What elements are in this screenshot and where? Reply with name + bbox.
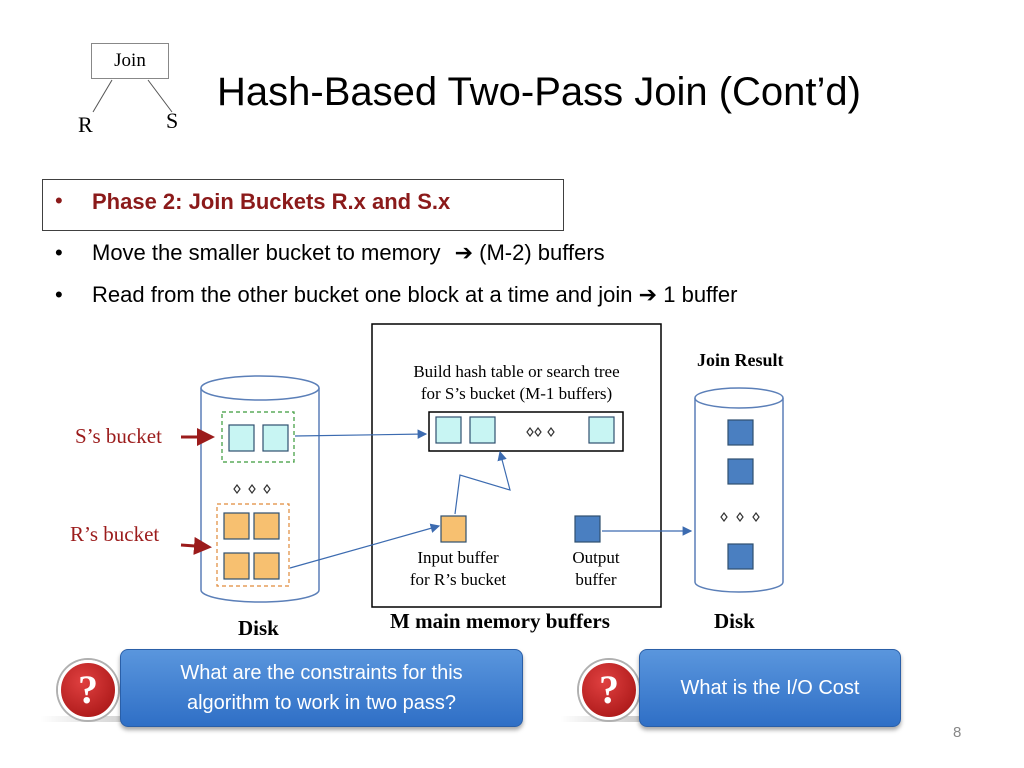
s-block — [228, 424, 255, 452]
r-pointer-arrow — [180, 536, 212, 555]
s-block — [262, 424, 289, 452]
constraints-callout-line1: What are the constraints for this — [180, 662, 463, 684]
r-bucket-label: R’s bucket — [70, 522, 160, 546]
constraints-callout[interactable]: What are the constraints for this algori… — [120, 649, 523, 727]
input-caption: Input buffer for R’s bucket — [395, 547, 521, 591]
input-buffer-block — [440, 515, 467, 543]
output-caption-line1: Output — [572, 548, 620, 567]
question-icon: ? — [58, 660, 118, 720]
s-block — [435, 416, 462, 444]
phase-box — [42, 179, 564, 231]
constraints-callout-line2: algorithm to work in two pass? — [186, 692, 456, 714]
right-disk-cylinder — [694, 387, 784, 593]
memory-label: M main memory buffers — [390, 609, 610, 633]
bullet-dot: • — [55, 282, 63, 307]
ellipsis-diamonds — [233, 484, 271, 494]
result-block — [727, 543, 754, 570]
io-cost-callout-text: What is the I/O Cost — [680, 677, 860, 699]
hash-caption-line2: for S’s bucket (M-1 buffers) — [420, 384, 613, 403]
result-block — [727, 419, 754, 446]
phase-bullet: • — [55, 188, 63, 213]
ellipsis-diamonds — [526, 427, 555, 437]
hash-caption: Build hash table or search tree for S’s … — [384, 361, 649, 405]
left-disk-label: Disk — [238, 616, 279, 640]
r-block — [223, 552, 250, 580]
output-buffer-block — [574, 515, 601, 543]
tree-join-node: Join — [91, 43, 169, 79]
tree-right-node: S — [166, 108, 179, 133]
io-cost-callout[interactable]: What is the I/O Cost — [639, 649, 901, 727]
memory-box — [371, 323, 662, 608]
output-caption-line2: buffer — [575, 570, 617, 589]
s-block — [588, 416, 615, 444]
r-block — [223, 512, 250, 540]
result-block — [727, 458, 754, 485]
bullet-2: Read from the other bucket one block at … — [92, 282, 737, 308]
ellipsis-diamonds — [720, 512, 760, 522]
output-caption: Output buffer — [552, 547, 640, 591]
s-block — [469, 416, 496, 444]
bullet-dot: • — [55, 240, 63, 265]
s-bucket-group — [221, 411, 295, 463]
tree-left-node: R — [78, 112, 93, 137]
page-number: 8 — [953, 724, 962, 741]
probe-zigzag-arrow — [454, 450, 511, 515]
r-block — [253, 552, 280, 580]
question-icon: ? — [579, 660, 639, 720]
phase-label: Phase 2: Join Buckets R.x and S.x — [92, 189, 451, 214]
join-result-label: Join Result — [697, 350, 784, 370]
r-to-input-arrow — [289, 523, 441, 569]
r-block — [253, 512, 280, 540]
bullet-1-text: Move the smaller bucket to memory — [92, 240, 441, 265]
s-bucket-label: S’s bucket — [75, 424, 162, 448]
bullet-1: Move the smaller bucket to memory ➔ (M-2… — [92, 240, 605, 266]
arrow-icon: ➔ — [638, 282, 658, 307]
r-bucket-group — [216, 503, 290, 587]
bullet-2-after: 1 buffer — [663, 282, 738, 307]
input-caption-line2: for R’s bucket — [409, 570, 507, 589]
s-to-memory-arrow — [294, 429, 428, 439]
input-caption-line1: Input buffer — [417, 548, 499, 567]
bullet-2-text: Read from the other bucket one block at … — [92, 282, 633, 307]
bullet-1-after: (M-2) buffers — [479, 240, 605, 265]
slide-title: Hash-Based Two-Pass Join (Cont’d) — [217, 70, 861, 114]
arrow-icon: ➔ — [454, 240, 474, 265]
hash-caption-line1: Build hash table or search tree — [413, 362, 620, 381]
right-disk-label: Disk — [714, 609, 755, 633]
